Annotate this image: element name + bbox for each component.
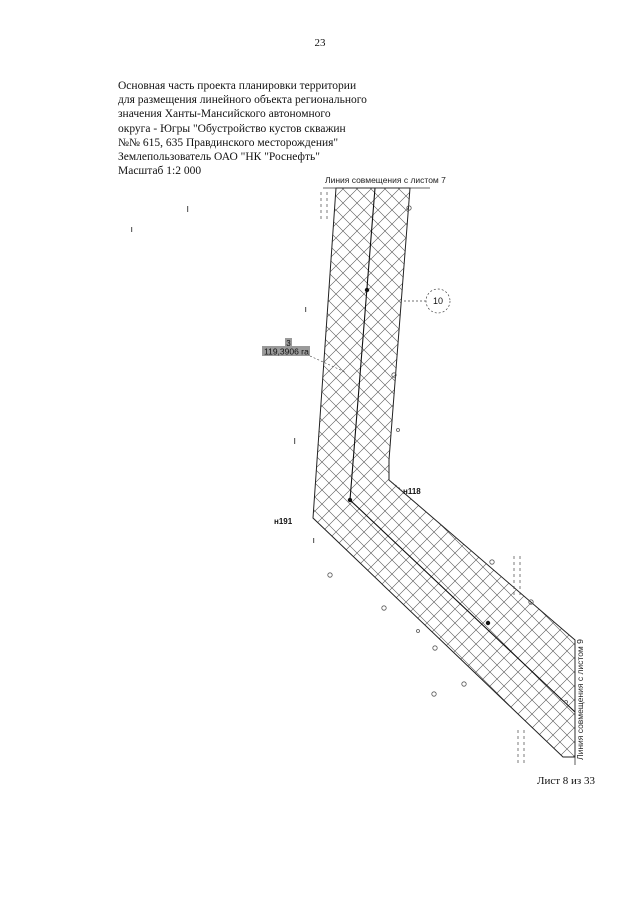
point-n118-leader (388, 479, 403, 491)
title-line: округа - Югры "Обустройство кустов скваж… (118, 122, 346, 135)
parcel-number-bg (285, 338, 292, 347)
parcel-area-bg (262, 346, 310, 356)
point-n118-label: н118 (403, 487, 421, 496)
title-line: Землепользователь ОАО "НК "Роснефть" (118, 151, 320, 164)
callout-number: 10 (433, 296, 443, 306)
page-number: 23 (314, 37, 326, 49)
dashed-boundaries (320, 192, 525, 765)
parcel-number: 3 (286, 339, 291, 348)
axis-node (347, 497, 353, 503)
title-line: значения Ханты-Мансийского автономного (118, 108, 331, 121)
title-line: Масштаб 1:2 000 (118, 165, 202, 178)
title-line: №№ 615, 635 Правдинского месторождения" (118, 136, 339, 149)
point-n191-label: н191 (274, 517, 293, 526)
sheet-footer: Лист 8 из 33 (537, 775, 596, 787)
title-block: Основная часть проекта планировки террит… (118, 79, 418, 178)
title-line: Основная часть проекта планировки террит… (118, 80, 357, 92)
title-line: для размещения линейного объекта региона… (118, 94, 367, 107)
survey-ticks (131, 206, 315, 543)
survey-markers (327, 205, 568, 704)
callout-circle (425, 288, 451, 314)
match-line-right-label: Линия совмещения с листом 9 (575, 639, 585, 760)
axis-node (364, 287, 370, 293)
axis-node (485, 620, 491, 626)
parcel-area: 119,3906 га (264, 347, 309, 357)
match-line-top-label: Линия совмещения с листом 7 (325, 175, 446, 185)
parcel-leader (309, 355, 346, 373)
